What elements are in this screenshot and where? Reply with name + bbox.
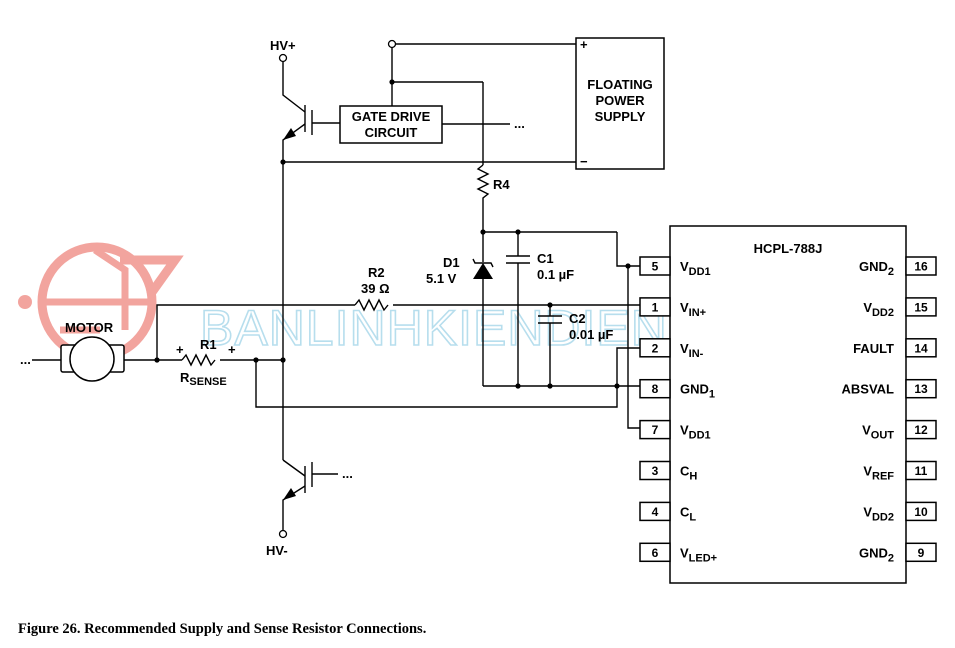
pin-number: 5 bbox=[652, 260, 659, 274]
r1-sense-resistor bbox=[181, 353, 216, 367]
d1-label: D1 bbox=[443, 255, 460, 270]
hcpl-788j-chip bbox=[669, 225, 907, 584]
hv-minus-terminal bbox=[278, 529, 288, 539]
pin-number: 7 bbox=[652, 423, 659, 437]
pin-number: 12 bbox=[914, 423, 928, 437]
gate-drive-ellipsis: ... bbox=[514, 116, 525, 131]
hv-plus-label: HV+ bbox=[270, 38, 296, 53]
pin-name: CH bbox=[680, 464, 697, 483]
lower-igbt bbox=[282, 459, 338, 531]
left-pin-box bbox=[639, 256, 671, 276]
left-pin-box bbox=[639, 297, 671, 317]
pin-name: VIN- bbox=[680, 341, 704, 360]
right-pin-box bbox=[905, 378, 937, 399]
hv-plus-terminal bbox=[278, 53, 288, 63]
d1-value: 5.1 V bbox=[426, 271, 457, 286]
figure-caption: Figure 26. Recommended Supply and Sense … bbox=[18, 621, 427, 637]
left-pin-box bbox=[639, 460, 671, 481]
right-pin-box bbox=[905, 501, 937, 522]
c1-label: C1 bbox=[537, 251, 554, 266]
floating-supply-label-1: FLOATING bbox=[587, 77, 652, 92]
right-pin-box bbox=[905, 542, 937, 563]
pin-name: FAULT bbox=[853, 341, 894, 356]
hv-minus-label: HV- bbox=[266, 543, 288, 558]
sense-plus-left: + bbox=[176, 342, 184, 357]
pin-number: 9 bbox=[918, 546, 925, 560]
left-pin-box bbox=[639, 378, 671, 399]
pin-name: VDD1 bbox=[680, 423, 711, 442]
left-pin-box bbox=[639, 542, 671, 563]
gate-drive-label-2: CIRCUIT bbox=[365, 125, 418, 140]
pin-number: 3 bbox=[652, 464, 659, 478]
floating-supply-label-2: POWER bbox=[595, 93, 645, 108]
c2-value: 0.01 µF bbox=[569, 327, 613, 342]
r4-resistor bbox=[476, 164, 490, 232]
r1-label: R1 bbox=[200, 337, 217, 352]
c2-capacitor bbox=[538, 305, 562, 386]
pin-name: ABSVAL bbox=[842, 382, 895, 397]
right-pin-box bbox=[905, 297, 937, 317]
supply-plus-label: + bbox=[580, 37, 588, 52]
c1-value: 0.1 µF bbox=[537, 267, 574, 282]
pin-name: GND2 bbox=[859, 259, 894, 278]
pin-number: 14 bbox=[914, 341, 928, 355]
pin-name: GND2 bbox=[859, 545, 894, 564]
pin-number: 16 bbox=[914, 260, 928, 274]
supply-minus-label: − bbox=[580, 154, 588, 169]
right-pin-box bbox=[905, 338, 937, 358]
sense-plus-right: + bbox=[228, 342, 236, 357]
right-pin-group: 16GND215VDD214FAULT13ABSVAL12VOUT11VREF1… bbox=[842, 256, 937, 564]
c1-capacitor bbox=[506, 232, 530, 386]
pin-number: 10 bbox=[914, 505, 928, 519]
floating-supply-label-3: SUPPLY bbox=[595, 109, 646, 124]
lower-gate-ellipsis: ... bbox=[342, 466, 353, 481]
gate-drive-label-1: GATE DRIVE bbox=[352, 109, 431, 124]
upper-igbt bbox=[282, 61, 340, 162]
pin-number: 13 bbox=[914, 382, 928, 396]
pin-name: GND1 bbox=[680, 382, 715, 401]
pin-number: 6 bbox=[652, 546, 659, 560]
right-pin-box bbox=[905, 460, 937, 481]
motor-label: MOTOR bbox=[65, 320, 114, 335]
motor-ellipsis: ... bbox=[20, 352, 31, 367]
r2-label: R2 bbox=[368, 265, 385, 280]
c2-label: C2 bbox=[569, 311, 586, 326]
pin-number: 8 bbox=[652, 382, 659, 396]
right-pin-box bbox=[905, 256, 937, 276]
pin-name: VIN+ bbox=[680, 300, 706, 319]
motor bbox=[60, 336, 125, 382]
pin-number: 2 bbox=[652, 341, 659, 355]
left-pin-box bbox=[639, 338, 671, 358]
left-pin-box bbox=[639, 501, 671, 522]
r2-resistor bbox=[354, 298, 389, 312]
pin-name: CL bbox=[680, 504, 696, 523]
d1-zener-diode bbox=[472, 232, 494, 386]
pin-name: VREF bbox=[863, 464, 894, 483]
pin-name: VLED+ bbox=[680, 545, 717, 564]
pin-number: 1 bbox=[652, 300, 659, 314]
pin-number: 15 bbox=[914, 300, 928, 314]
ic-name: HCPL-788J bbox=[754, 241, 823, 256]
pin-name: VDD1 bbox=[680, 259, 711, 278]
pin-name: VDD2 bbox=[863, 300, 894, 319]
pin-name: VDD2 bbox=[863, 504, 894, 523]
r-sense-label: RSENSE bbox=[180, 370, 227, 388]
left-pin-box bbox=[639, 419, 671, 440]
floating-power-supply-box bbox=[575, 37, 665, 170]
pin-name: VOUT bbox=[862, 423, 894, 442]
r2-value: 39 Ω bbox=[361, 281, 390, 296]
r4-label: R4 bbox=[493, 177, 510, 192]
pin-number: 11 bbox=[915, 464, 928, 478]
right-pin-box bbox=[905, 419, 937, 440]
pin-number: 4 bbox=[652, 505, 659, 519]
